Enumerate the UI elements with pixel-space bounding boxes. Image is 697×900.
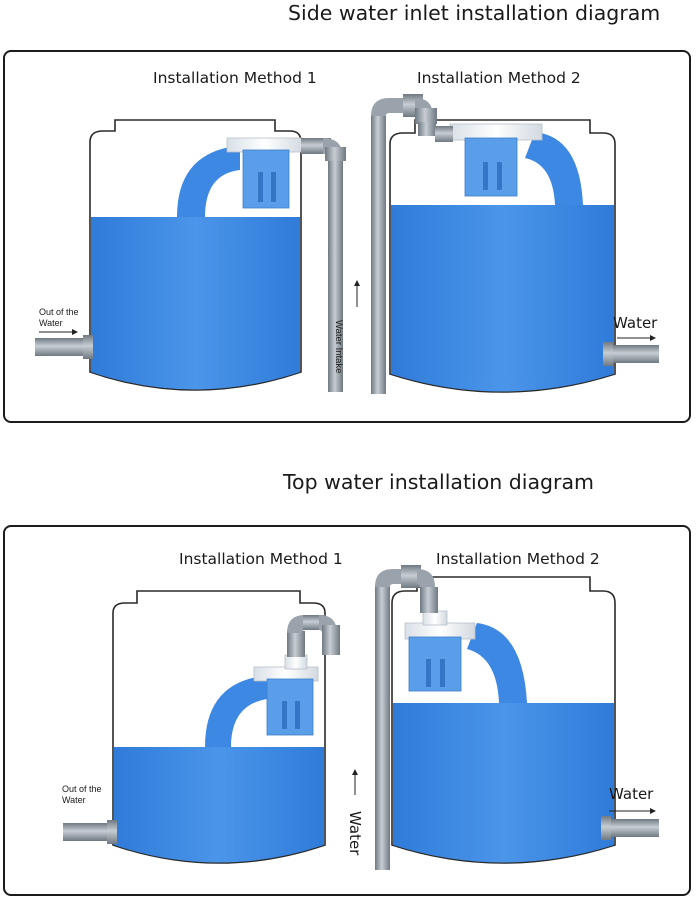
float-valve-1 [226, 137, 304, 209]
outlet-pipe-4 [605, 819, 659, 837]
water-out-arrow-icon-right [617, 335, 656, 341]
inlet-pipe-1 [301, 138, 346, 392]
inlet-pipe-2 [371, 94, 453, 394]
top-water-vertical-label: Water [346, 811, 364, 856]
top-section-title: Top water installation diagram [283, 470, 594, 494]
side-diagram-panel: Installation Method 1 Installation Metho… [3, 50, 691, 423]
side-method-1-label: Installation Method 1 [153, 69, 317, 87]
water-out-arrow-icon-right-2 [609, 808, 656, 814]
side-water-intake-word-2: Intake [333, 347, 344, 374]
top-water-right-label: Water [609, 785, 654, 803]
inlet-pipe-3 [287, 615, 340, 657]
tank-4 [391, 576, 659, 864]
top-out-line-2: Water [62, 795, 86, 805]
tank-2 [389, 119, 659, 393]
float-valve-4 [404, 610, 476, 692]
side-water-intake-label: Water Intake [333, 320, 344, 374]
outlet-pipe-2 [607, 345, 659, 363]
side-water-right-label: Water [613, 314, 658, 332]
top-diagram-panel: Installation Method 1 Installation Metho… [3, 525, 691, 896]
outlet-pipe-1 [35, 338, 91, 356]
top-diagram-illustration [63, 565, 659, 870]
water-out-arrow-icon-left [39, 329, 78, 335]
side-method-2-label: Installation Method 2 [417, 69, 581, 87]
side-out-of-water-label: Out of the Water [39, 307, 79, 329]
top-method-1-label: Installation Method 1 [179, 550, 343, 568]
water-in-arrow-icon-bottom [352, 769, 358, 795]
tank-3 [63, 590, 326, 864]
top-method-2-label: Installation Method 2 [436, 550, 600, 568]
side-water-intake-word-1: Water [333, 320, 344, 345]
side-out-line-1: Out of the [39, 307, 79, 317]
side-diagram-illustration [35, 94, 659, 394]
tank-1 [35, 119, 304, 391]
top-out-of-water-label: Out of the Water [62, 784, 102, 806]
float-valve-3 [253, 654, 319, 736]
float-valve-2 [449, 123, 543, 197]
top-out-line-1: Out of the [62, 784, 102, 794]
outlet-pipe-3 [63, 823, 115, 841]
inlet-pipe-4 [375, 565, 438, 870]
side-out-line-2: Water [39, 318, 63, 328]
side-section-title: Side water inlet installation diagram [288, 1, 661, 25]
water-intake-arrow-icon [354, 280, 360, 307]
